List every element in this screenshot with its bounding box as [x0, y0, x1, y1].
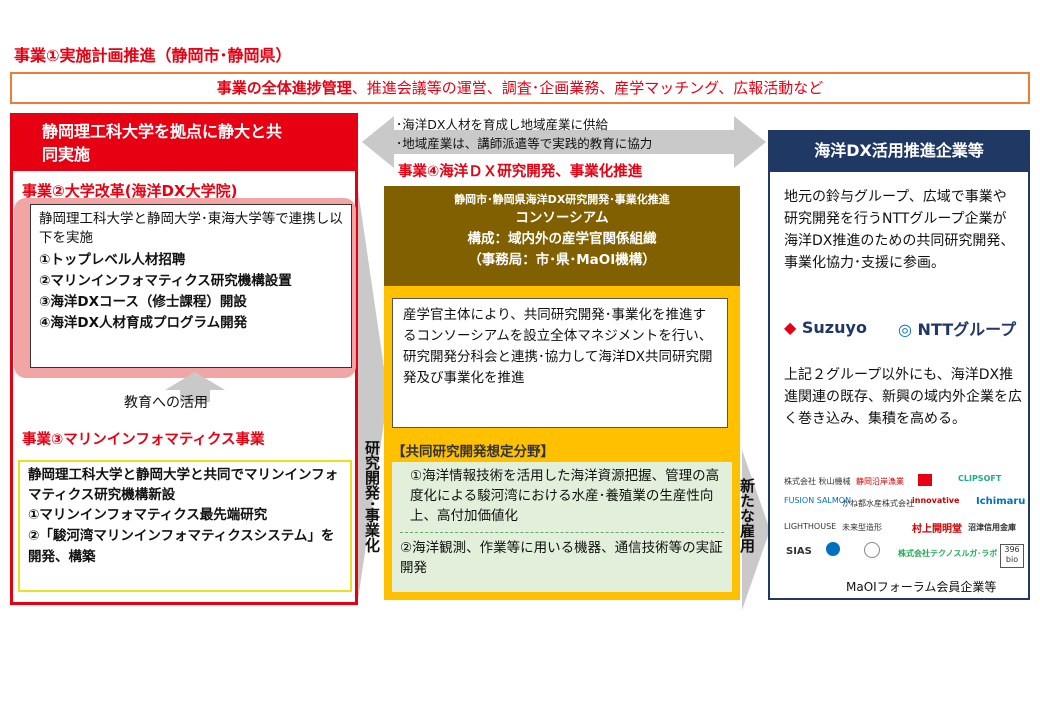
- logo-kanetsu: かね都水産株式会社: [842, 499, 914, 508]
- middle-body: 産学官主体により、共同研究開発･事業化を推進するコンソーシアムを設立全体マネジメ…: [403, 307, 713, 386]
- arrow-note-2: ･地域産業は、講師派遣等で実践的教育に協力: [396, 136, 653, 151]
- logo-numazu-shinkin: 沼津信用金庫: [968, 523, 1016, 532]
- reform-item-3: ③海洋DXコース（修士課程）開設: [39, 294, 247, 310]
- consortium-line-3: 構成：域内外の産学官関係組織: [467, 231, 657, 247]
- consortium-line-4: （事務局：市･県･MaOI機構）: [468, 252, 656, 268]
- suzuyo-logo-text: Suzuyo: [801, 318, 867, 337]
- consortium-line-2: コンソーシアム: [515, 210, 609, 226]
- left-frame: [10, 113, 358, 605]
- suzuyo-icon: ◆: [784, 318, 797, 337]
- field-2: ②海洋観測、作業等に用いる機器、通信技術等の実証開発: [400, 540, 723, 576]
- logo-techno-suruga: 株式会社テクノスルガ･ラボ: [898, 549, 998, 558]
- right-para-1: 地元の鈴与グループ、広域で事業や研究開発を行うNTTグループ企業が海洋DX推進の…: [784, 189, 1015, 271]
- reform-intro: 静岡理工科大学と静岡大学･東海大学等で連携し以下を実施: [39, 211, 343, 246]
- consortium-box: 静岡市･静岡県海洋DX研究開発･事業化推進 コンソーシアム 構成：域内外の産学官…: [384, 186, 740, 286]
- logo-blue-mark: [826, 542, 840, 556]
- logo-shizuoka-fishery: 静岡沿岸漁業: [856, 477, 904, 486]
- logo-396bio: 396 bio: [1000, 544, 1024, 568]
- reform-item-2: ②マリンインフォマティクス研究機構設置: [39, 273, 292, 289]
- field-1: ①海洋情報技術を活用した海洋資源把握、管理の高度化による駿河湾における水産･養殖…: [400, 466, 724, 533]
- left-vertical-label: 研究開発･事業化: [363, 440, 381, 553]
- left-header: 静岡理工科大学を拠点に静大と共同実施: [12, 115, 356, 171]
- suzuyo-logo: ◆ Suzuyo: [784, 318, 867, 337]
- fields-box: ①海洋情報技術を活用した海洋資源把握、管理の高度化による駿河湾における水産･養殖…: [392, 462, 732, 592]
- left-mid-arrow: [358, 190, 388, 600]
- marine-item-1: ①マリンインフォマティクス最先端研究: [28, 507, 268, 523]
- logo-miraigata: 未来型造形: [842, 523, 882, 532]
- reform-item-4: ④海洋DX人材育成プログラム開発: [39, 315, 248, 331]
- marine-box: 静岡理工科大学と静岡大学と共同でマリンインフォマティクス研究機構新設 ①マリンイ…: [18, 460, 352, 592]
- right-header: 海洋DX活用推進企業等: [768, 130, 1030, 172]
- mid-right-arrow: [742, 450, 770, 610]
- top-banner: 事業の全体進捗管理、推進会議等の運営、調査･企画業務、産学マッチング、広報活動な…: [10, 72, 1030, 104]
- logo-clipsoft: CLIPSOFT: [958, 474, 1002, 483]
- marine-intro: 静岡理工科大学と静岡大学と共同でマリンインフォマティクス研究機構新設: [28, 467, 339, 503]
- right-para-2: 上記２グループ以外にも、海洋DX推進関連の既存、新興の域内外企業を広く巻き込み、…: [784, 367, 1022, 427]
- ntt-icon: ◎: [898, 320, 912, 339]
- ntt-logo-text: NTTグループ: [917, 320, 1017, 339]
- logo-round-mark: [864, 542, 880, 558]
- reform-box: 静岡理工科大学と静岡大学･東海大学等で連携し以下を実施 ①トップレベル人材招聘 …: [30, 204, 352, 368]
- reform-item-1: ①トップレベル人材招聘: [39, 252, 186, 268]
- logo-akiyama: 株式会社 秋山機械: [784, 477, 851, 486]
- up-arrow: [165, 372, 225, 402]
- top-banner-bold: 事業の全体進捗管理: [216, 79, 352, 97]
- fields-title: 【共同研究開発想定分野】: [392, 444, 554, 460]
- marine-item-2: ②「駿河湾マリンインフォマティクスシステム」を開発、構築: [28, 528, 335, 565]
- logo-sias: SIAS: [786, 546, 812, 557]
- logo-red-mark: [918, 474, 932, 486]
- middle-title: 事業④海洋ＤＸ研究開発、事業化推進: [398, 164, 643, 180]
- logo-murakami: 村上開明堂: [912, 524, 962, 535]
- double-arrow: [362, 116, 766, 168]
- top-banner-rest: 、推進会議等の運営、調査･企画業務、産学マッチング、広報活動など: [351, 79, 824, 97]
- page-title: 事業①実施計画推進（静岡市･静岡県）: [14, 46, 292, 65]
- arrow-note-1: ･海洋DX人材を育成し地域産業に供給: [396, 117, 608, 132]
- edu-label: 教育への活用: [124, 395, 208, 411]
- marine-title: 事業③マリンインフォマティクス事業: [22, 432, 265, 448]
- logo-ichimaru: Ichimaru: [976, 496, 1026, 507]
- logo-innovative: innovative: [912, 496, 960, 505]
- right-footer: MaOIフォーラム会員企業等: [846, 580, 997, 594]
- consortium-line-1: 静岡市･静岡県海洋DX研究開発･事業化推進: [454, 193, 670, 206]
- ntt-logo: ◎ NTTグループ: [898, 316, 1016, 340]
- middle-body-box: 産学官主体により、共同研究開発･事業化を推進するコンソーシアムを設立全体マネジメ…: [392, 298, 728, 428]
- logo-lighthouse: LIGHTHOUSE: [784, 522, 837, 531]
- reform-title: 事業②大学改革(海洋DX大学院): [22, 182, 238, 200]
- right-vertical-label: 新たな雇用: [738, 478, 756, 553]
- logo-fusion-salmon: FUSION SALMON: [784, 496, 852, 505]
